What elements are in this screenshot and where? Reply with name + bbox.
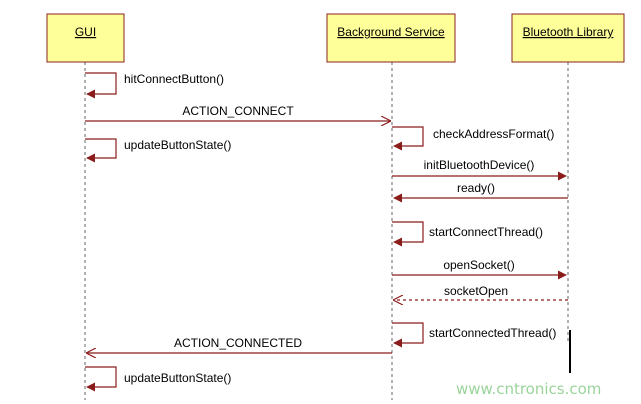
- lifeline-gui-box: [46, 13, 125, 63]
- message-ready: ready(): [393, 181, 568, 203]
- lifeline-background-service-box: [326, 13, 456, 63]
- message-update-button-state: updateButtonState(): [85, 138, 231, 163]
- lifeline-bluetooth-library-title: Bluetooth Library: [523, 25, 614, 39]
- message-action-connected: ACTION_CONNECTED: [87, 336, 392, 353]
- message-hit-connect-button: hitConnectButton(): [85, 72, 224, 99]
- message-socket-open: socketOpen: [394, 284, 568, 300]
- message-arrow: [85, 366, 117, 392]
- message-label: startConnectThread(): [429, 225, 543, 239]
- message-label: ACTION_CONNECTED: [174, 336, 302, 350]
- message-label: updateButtonState(): [124, 138, 231, 152]
- message-arrow: [392, 322, 424, 348]
- message-arrow: [392, 221, 424, 247]
- watermark-text: www.cntronics.com: [456, 380, 601, 398]
- lifeline-bluetooth-library-box: [511, 13, 625, 63]
- message-start-connect-thread: startConnectThread(): [392, 221, 543, 247]
- message-arrow: [85, 72, 117, 99]
- message-label: checkAddressFormat(): [433, 127, 554, 141]
- lifeline-bluetooth-library: Bluetooth Library: [511, 13, 625, 373]
- lifeline-background-service-title: Background Service: [337, 25, 445, 39]
- message-update-button-state-2: updateButtonState(): [85, 366, 231, 392]
- message-label: startConnectedThread(): [429, 326, 556, 340]
- message-start-connected-thread: startConnectedThread(): [392, 322, 556, 348]
- message-label: hitConnectButton(): [124, 72, 224, 86]
- message-action-connect: ACTION_CONNECT: [85, 104, 390, 121]
- message-init-bluetooth-device: initBluetoothDevice(): [392, 158, 567, 181]
- lifeline-background-service: Background Service: [326, 13, 456, 400]
- message-label: initBluetoothDevice(): [424, 158, 535, 172]
- message-arrow: [85, 138, 117, 163]
- message-open-socket: openSocket(): [392, 258, 567, 280]
- lifeline-gui: GUI: [46, 13, 125, 400]
- message-label: ready(): [457, 181, 495, 195]
- lifeline-gui-title: GUI: [75, 25, 96, 39]
- message-label: socketOpen: [444, 284, 508, 298]
- message-arrow: [392, 126, 424, 151]
- message-label: openSocket(): [443, 258, 514, 272]
- message-label: ACTION_CONNECT: [182, 104, 294, 118]
- message-label: updateButtonState(): [124, 371, 231, 385]
- message-check-address-format: checkAddressFormat(): [392, 126, 554, 151]
